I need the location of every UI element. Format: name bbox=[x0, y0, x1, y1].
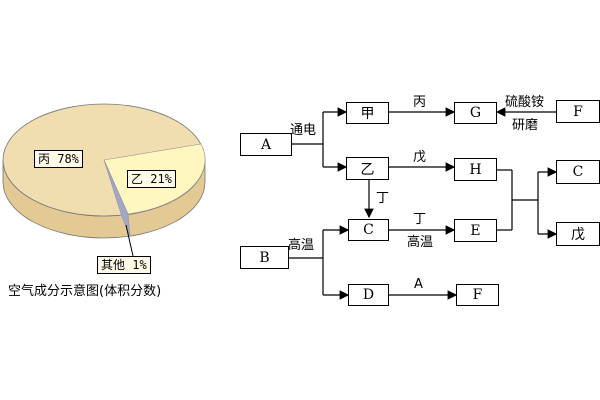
box-h: H bbox=[454, 158, 497, 181]
box-a: A bbox=[240, 133, 292, 156]
box-g: G bbox=[454, 102, 497, 124]
box-d: D bbox=[348, 284, 389, 306]
air-composition-pie bbox=[2, 103, 206, 257]
label-ding: 丁 bbox=[413, 212, 427, 227]
label-a-arrow: A bbox=[414, 277, 423, 292]
pie-label-yi: 乙 21% bbox=[127, 170, 176, 188]
box-e: E bbox=[454, 219, 497, 242]
pie-slice-other bbox=[103, 159, 131, 237]
other-leader-line bbox=[125, 224, 134, 257]
box-yi: 乙 bbox=[346, 157, 389, 180]
label-bing: 丙 bbox=[413, 95, 427, 110]
box-wu-right: 戊 bbox=[556, 222, 600, 246]
label-gaowen-ce: 高温 bbox=[407, 235, 434, 250]
label-yanmo: 研磨 bbox=[512, 118, 539, 133]
label-gaowen-b: 高温 bbox=[288, 238, 315, 253]
box-f-bottom: F bbox=[456, 284, 499, 306]
box-c-right: C bbox=[556, 160, 600, 184]
pie-label-bing: 丙 78% bbox=[34, 150, 83, 168]
label-liusuan: 硫酸铵 bbox=[505, 95, 545, 110]
box-c: C bbox=[348, 219, 389, 241]
box-jia: 甲 bbox=[346, 102, 389, 124]
label-ding-down: 丁 bbox=[376, 191, 390, 206]
label-wu: 戊 bbox=[413, 150, 427, 165]
label-tongdian: 通电 bbox=[290, 123, 317, 138]
pie-label-other: 其他 1% bbox=[97, 256, 151, 274]
box-b: B bbox=[240, 246, 289, 269]
pie-caption: 空气成分示意图(体积分数) bbox=[8, 284, 162, 299]
box-f-top: F bbox=[556, 100, 600, 123]
